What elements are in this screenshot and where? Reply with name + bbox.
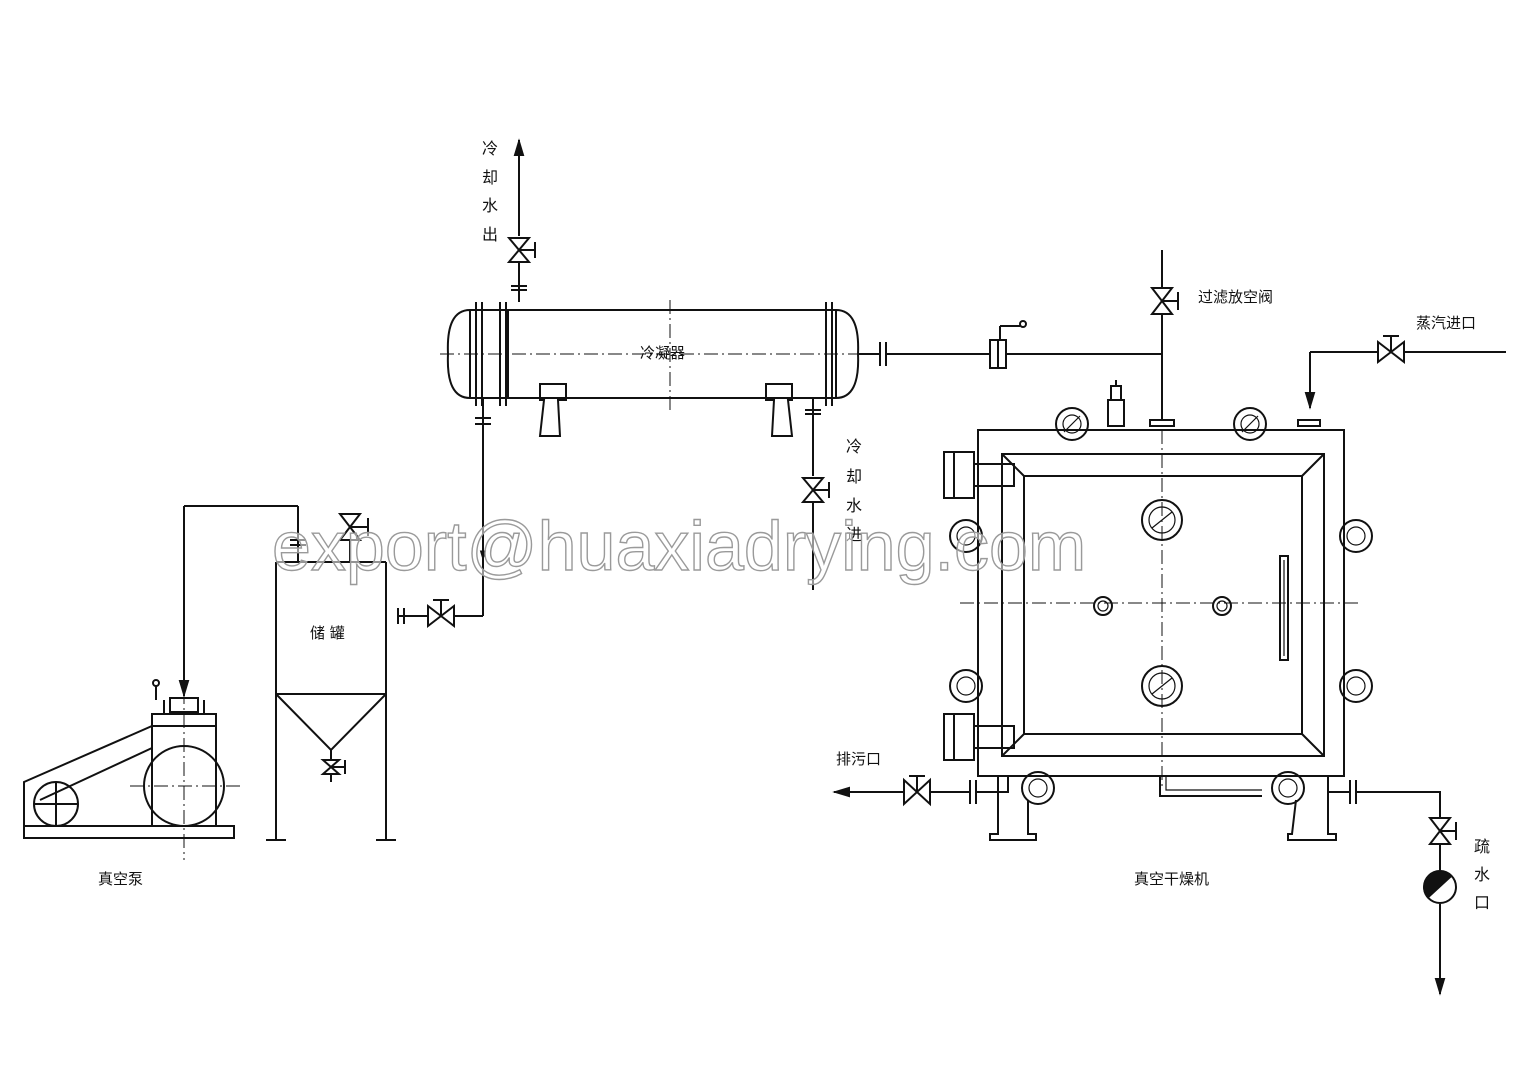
cooling-water-out-label-1: 冷	[482, 139, 498, 158]
filter-vent-valve-label: 过滤放空阀	[1198, 288, 1273, 306]
vacuum-dryer	[943, 407, 1373, 841]
steam-inlet-valve[interactable]	[1377, 335, 1405, 365]
tank-inlet-valve[interactable]	[427, 599, 455, 629]
cooling-water-in-label-4: 进	[846, 525, 862, 544]
cooling-water-in-valve[interactable]	[800, 477, 830, 503]
drain-outlet-label-2: 水	[1474, 865, 1490, 884]
condenser-to-tank-line	[397, 398, 491, 624]
discharge-line	[832, 776, 1009, 804]
safety-valve	[1107, 380, 1125, 427]
cooling-water-out-label-3: 水	[482, 196, 498, 215]
cooling-water-in-label-2: 却	[846, 467, 862, 486]
cooling-water-out-label-4: 出	[482, 225, 498, 244]
steam-inlet-line	[1297, 351, 1506, 427]
vacuum-pump	[23, 679, 240, 860]
tank-to-pump-line	[178, 505, 306, 698]
filter-vent-line	[1149, 250, 1175, 427]
storage-tank-label: 储 罐	[310, 624, 345, 642]
discharge-valve[interactable]	[903, 775, 931, 807]
cooling-water-out-valve[interactable]	[506, 237, 536, 263]
condenser-label: 冷凝器	[640, 344, 685, 362]
steam-trap	[1423, 870, 1457, 904]
vacuum-pump-label: 真空泵	[98, 870, 143, 888]
condenser-to-dryer-line	[858, 320, 1162, 369]
drain-outlet-label-3: 口	[1474, 893, 1490, 912]
tank-drain-valve[interactable]	[320, 759, 346, 775]
storage-tank	[266, 561, 396, 841]
tank-vent-valve[interactable]	[337, 513, 369, 541]
vacuum-dryer-label: 真空干燥机	[1134, 870, 1209, 888]
cooling-water-out-line	[511, 138, 527, 302]
cooling-water-in-label-1: 冷	[846, 437, 862, 456]
condenser	[440, 300, 866, 437]
steam-inlet-label: 蒸汽进口	[1416, 314, 1476, 332]
cooling-water-in-line	[805, 398, 821, 590]
discharge-outlet-label: 排污口	[836, 750, 881, 768]
filter-vent-valve[interactable]	[1149, 287, 1179, 315]
cooling-water-in-label-3: 水	[846, 496, 862, 515]
drain-outlet-label-1: 疏	[1474, 837, 1490, 856]
drain-valve[interactable]	[1427, 817, 1457, 845]
drain-line	[1328, 780, 1446, 996]
cooling-water-out-label-2: 却	[482, 168, 498, 187]
watermark: export@huaxiadrying.com	[272, 507, 1086, 585]
